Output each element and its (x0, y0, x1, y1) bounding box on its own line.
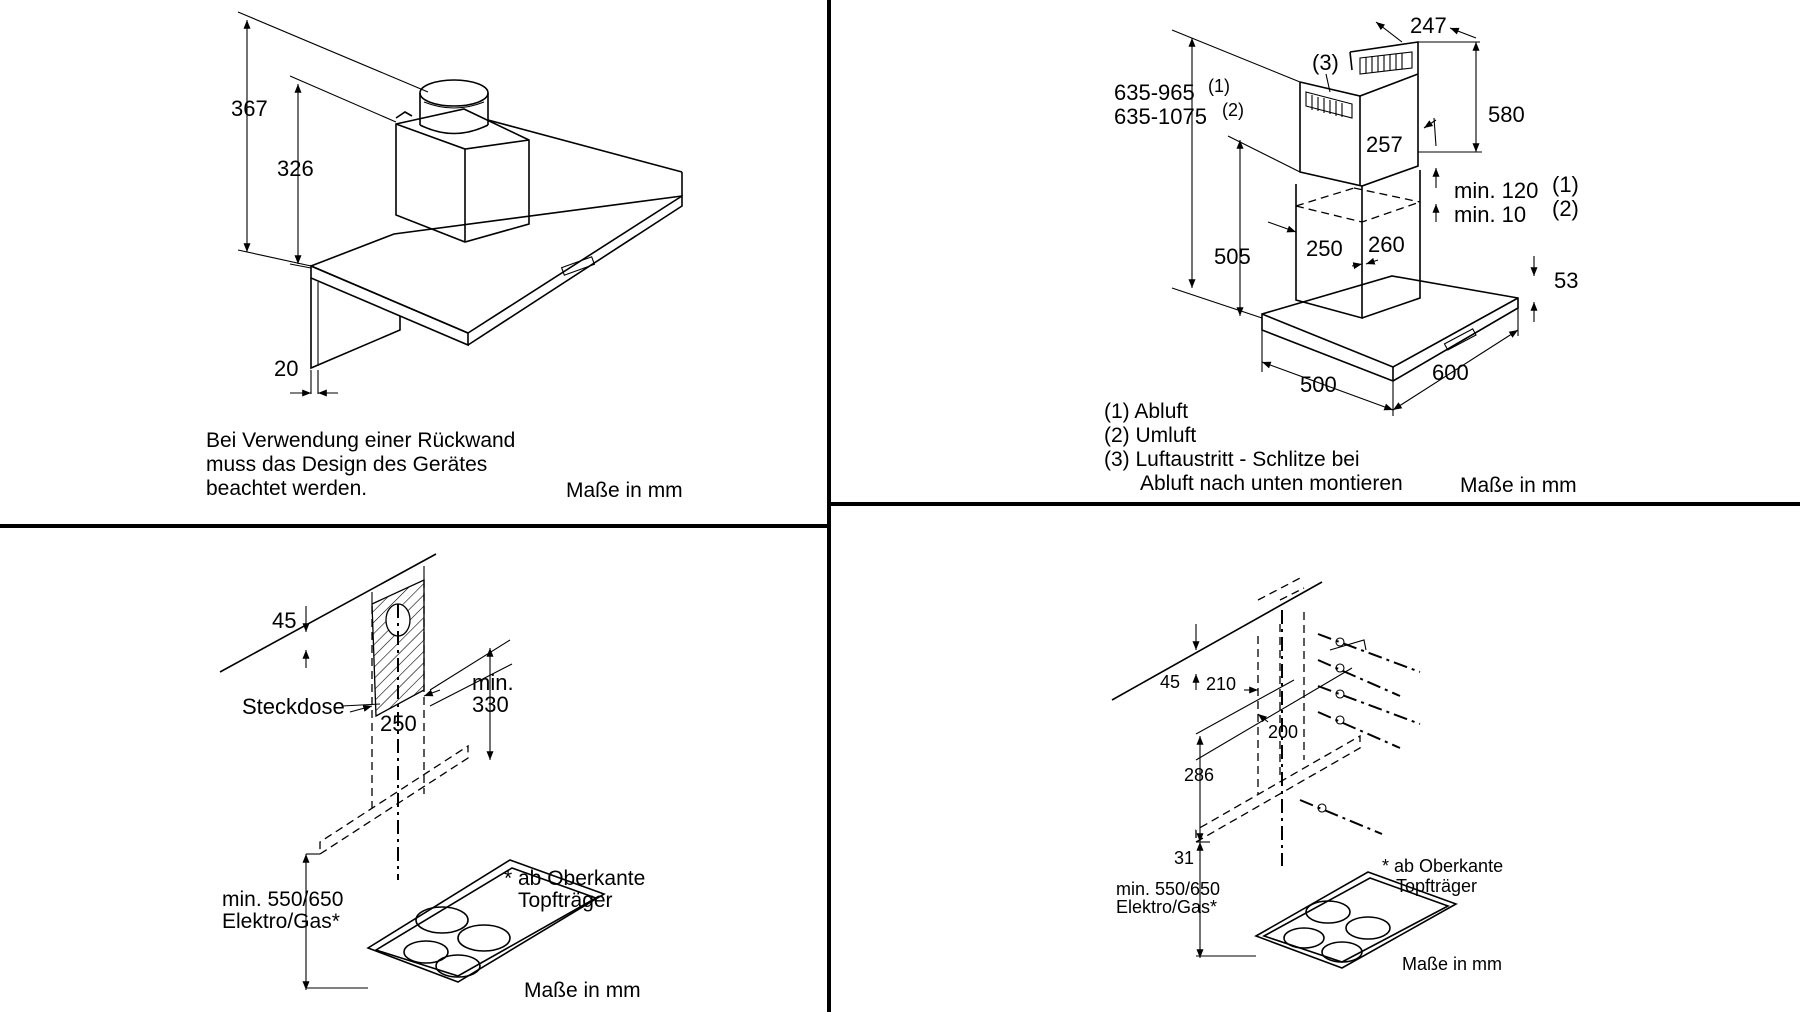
dimension-arrow-260-b (1365, 257, 1379, 265)
dimension-367: 367 (231, 96, 268, 121)
dimension-45: 45 (272, 608, 296, 633)
dimension-505: 505 (1214, 244, 1251, 269)
units-label: Maße in mm (1402, 954, 1502, 974)
panel-bottom-left: 45 Steckdose 250 min. 330 min. 550/650 E… (219, 553, 645, 1002)
wall-hood-drawing (237, 11, 683, 394)
dimension-line-257 (1433, 117, 1437, 147)
wall-mounting-drawing (219, 553, 606, 989)
dimension-257: 257 (1366, 132, 1403, 157)
dimension-31: 31 (1174, 848, 1194, 868)
cooktop (1254, 871, 1458, 969)
units-label: Maße in mm (524, 979, 641, 1002)
dimension-min-120-ref: (1) (1552, 172, 1579, 197)
dimension-210: 210 (1206, 674, 1236, 694)
dimension-min-10: min. 10 (1454, 202, 1526, 227)
dimension-200: 200 (1268, 722, 1298, 742)
dimension-arrow-260-a (1351, 262, 1363, 270)
dimension-286: 286 (1184, 765, 1214, 785)
legend-1: (1) Abluft (1104, 400, 1188, 423)
min-height-line-1: min. 550/650 (1116, 879, 1220, 899)
min-height-line-2: Elektro/Gas* (222, 910, 340, 933)
dimension-45: 45 (1160, 672, 1180, 692)
dimension-260: 260 (1368, 232, 1405, 257)
note-line-3: beachtet werden. (206, 477, 367, 500)
panel-top-right: (3) 247 635-965 (1) 635-1075 (2) 580 257… (1104, 13, 1579, 497)
dimension-arrow-200 (1257, 713, 1269, 723)
footnote-line-1: * ab Oberkante (1382, 856, 1503, 876)
note-line-2: muss das Design des Gerätes (206, 453, 487, 476)
ref-3-leader (1325, 73, 1331, 93)
dimension-250: 250 (1306, 236, 1343, 261)
dimension-330: 330 (472, 692, 509, 717)
panel-bottom-right: 45 210 200 286 31 min. 550/650 Elektro/G… (1111, 575, 1503, 974)
legend-3-cont: Abluft nach unten montieren (1140, 472, 1403, 495)
dimension-635-965-ref: (1) (1208, 76, 1230, 96)
footnote-line-2: Topfträger (518, 889, 613, 912)
dimension-635-1075: 635-1075 (1114, 104, 1207, 129)
dimension-635-965: 635-965 (1114, 80, 1195, 105)
label-steckdose: Steckdose (242, 694, 345, 719)
dimension-580: 580 (1488, 102, 1525, 127)
dimension-326: 326 (277, 156, 314, 181)
ref-3-label: (3) (1312, 50, 1339, 75)
dimension-arrow-250-a (349, 704, 373, 713)
dimension-247: 247 (1410, 13, 1447, 38)
legend-2: (2) Umluft (1104, 424, 1196, 447)
min-height-line-1: min. 550/650 (222, 888, 343, 911)
dimension-arrow-250-b (423, 689, 441, 697)
footnote-line-2: Topfträger (1396, 876, 1477, 896)
legend-3: (3) Luftaustritt - Schlitze bei (1104, 448, 1360, 471)
dimension-arrow-247-a (1375, 21, 1403, 43)
dimension-line-600 (1392, 329, 1519, 411)
steckdose-leader (341, 703, 381, 707)
dimension-min: min. (472, 670, 514, 695)
units-label: Maße in mm (1460, 474, 1577, 497)
dimension-635-1075-ref: (2) (1222, 100, 1244, 120)
dimension-250: 250 (380, 711, 417, 736)
dimension-53: 53 (1554, 268, 1578, 293)
panel-top-left: 367 326 20 Bei Verwendung einer Rückwand… (206, 11, 683, 502)
units-label: Maße in mm (566, 479, 683, 502)
cooktop (366, 859, 606, 983)
footnote-line-1: * ab Oberkante (504, 867, 645, 890)
dimension-min-120: min. 120 (1454, 178, 1538, 203)
ceiling-mounting-drawing (1111, 575, 1458, 969)
dimension-min-10-ref: (2) (1552, 196, 1579, 221)
vent-slots-front (1305, 91, 1353, 119)
dimension-arrow-250 (1267, 221, 1297, 233)
vent-slots-top (1359, 51, 1413, 75)
dimension-500: 500 (1300, 372, 1337, 397)
dimension-arrow-247-b (1449, 27, 1477, 39)
dimension-line-500 (1261, 361, 1394, 411)
min-height-line-2: Elektro/Gas* (1116, 897, 1217, 917)
note-line-1: Bei Verwendung einer Rückwand (206, 429, 515, 452)
dimension-20: 20 (274, 356, 298, 381)
dimension-600: 600 (1432, 360, 1469, 385)
